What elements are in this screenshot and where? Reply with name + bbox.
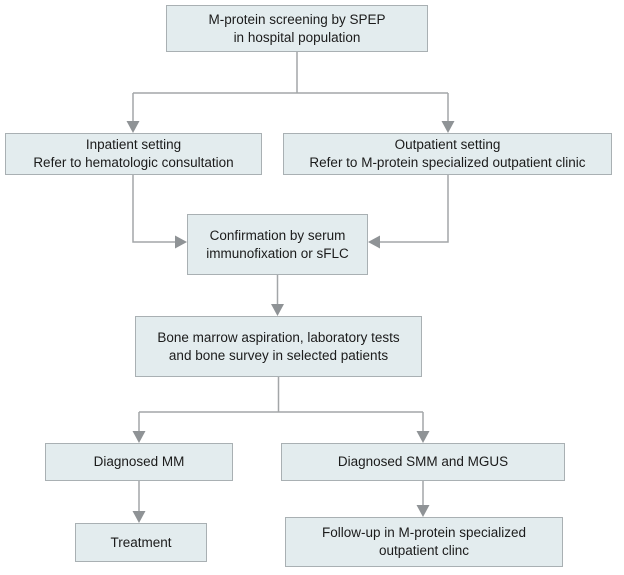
arrowhead-icon xyxy=(441,121,455,133)
arrowhead-icon xyxy=(368,235,380,249)
connector-line xyxy=(138,377,424,432)
connector-line xyxy=(380,175,449,243)
node-bone-marrow-workup: Bone marrow aspiration, laboratory tests… xyxy=(135,316,422,377)
arrowhead-icon xyxy=(175,235,187,249)
arrowhead-icon xyxy=(416,431,430,443)
arrowhead-icon xyxy=(132,511,146,523)
arrowhead-icon xyxy=(416,505,430,517)
arrowhead-icon xyxy=(271,304,284,316)
node-followup: Follow-up in M-protein specialized outpa… xyxy=(285,517,563,567)
arrowhead-icon xyxy=(126,121,140,133)
node-treatment: Treatment xyxy=(75,523,207,562)
node-screening: M-protein screening by SPEP in hospital … xyxy=(166,5,428,52)
node-diagnosed-mm: Diagnosed MM xyxy=(45,443,233,481)
node-confirmation: Confirmation by serum immunofixation or … xyxy=(187,214,368,275)
node-inpatient-setting: Inpatient setting Refer to hematologic c… xyxy=(5,133,262,175)
connector-line xyxy=(132,175,176,243)
node-outpatient-setting: Outpatient setting Refer to M-protein sp… xyxy=(283,133,612,175)
arrowhead-icon xyxy=(132,431,146,443)
node-diagnosed-smm-mgus: Diagnosed SMM and MGUS xyxy=(281,443,565,481)
connector-line xyxy=(132,52,449,122)
